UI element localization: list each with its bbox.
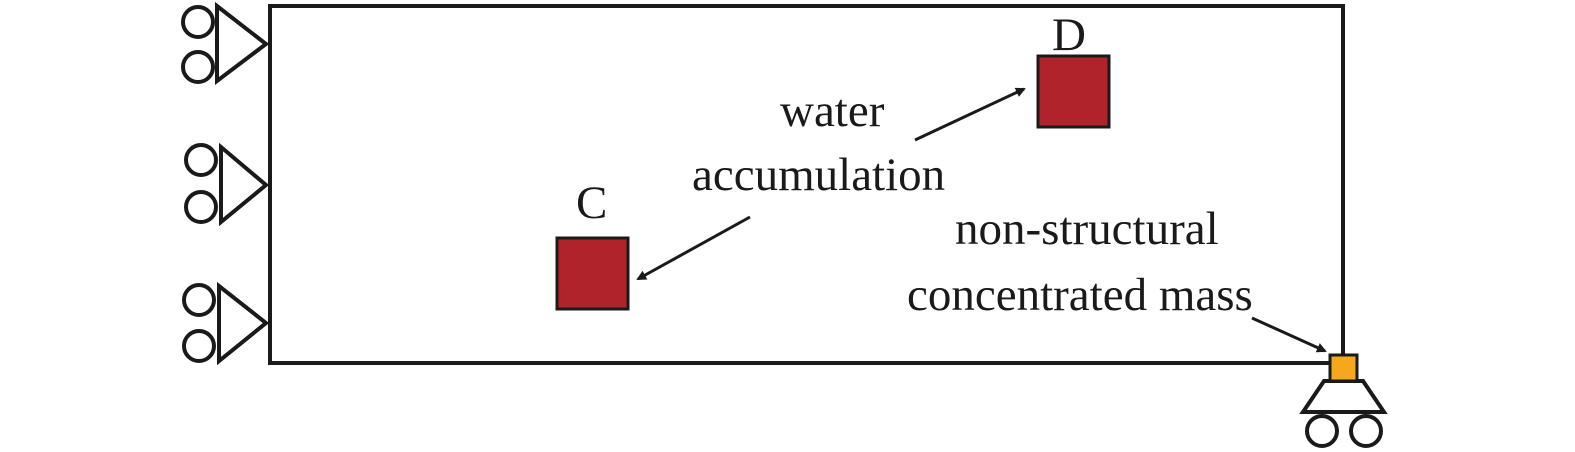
structure-body [268,4,1345,365]
label-mass-line2: concentrated mass [907,269,1253,321]
arrow-to-mass [1251,316,1327,353]
concentrated-mass-block [1328,353,1359,383]
label-water-line2: accumulation [692,149,945,201]
arrow-to-c [636,215,751,281]
left-support-middle [184,142,270,227]
left-support-bottom [182,281,270,366]
label-d: D [1052,9,1086,61]
water-block-d [1036,54,1111,129]
label-water-line1: water [780,85,885,137]
bottom-right-support [1299,379,1388,448]
label-mass-line1: non-structural [955,203,1219,255]
label-c: C [576,177,607,229]
left-support-top [181,1,270,86]
water-block-c [555,236,630,311]
arrow-to-d [914,87,1026,142]
